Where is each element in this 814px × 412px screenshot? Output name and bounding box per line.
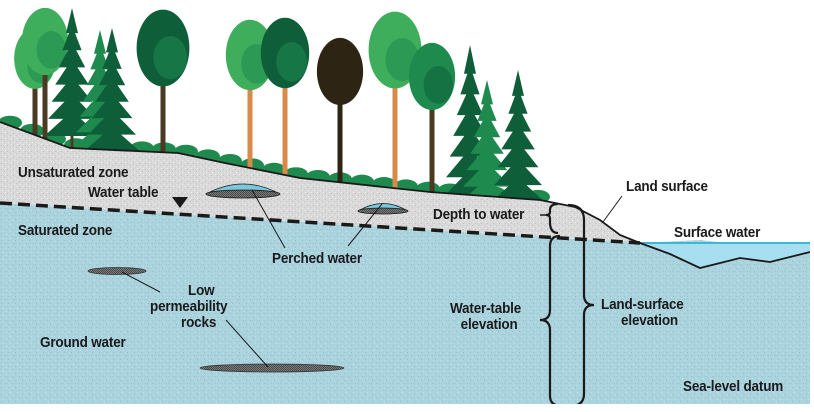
land-surface-line <box>0 121 811 269</box>
perched-water-lens-1 <box>205 183 281 199</box>
tree-trunk <box>429 82 435 197</box>
label-saturated-zone: Saturated zone <box>18 222 113 239</box>
label-water-table-elevation: Water-table elevation <box>450 301 521 333</box>
conifer-layer <box>466 145 508 171</box>
perched-water-lens-2 <box>357 203 409 215</box>
conifer-layer <box>91 93 133 119</box>
water-table-elevation-line-1: Water-table <box>450 300 522 317</box>
conifer-layer <box>481 80 493 105</box>
conifer-layer <box>477 96 497 121</box>
tree-trunk <box>160 55 166 157</box>
low-permeability-rock-1 <box>87 267 147 275</box>
label-water-table: Water table <box>88 184 159 201</box>
label-surface-water: Surface water <box>674 224 761 241</box>
land-surface-elevation-line-2: elevation <box>621 312 678 329</box>
conifer-layer <box>464 45 476 74</box>
conifer-layer <box>470 129 504 154</box>
tree-canopy-shade <box>153 36 187 80</box>
land-surface-elevation-line-1: Land-surface <box>601 296 684 313</box>
conifer-layer <box>84 126 140 151</box>
conifer-layer <box>95 77 129 102</box>
saturated-zone <box>0 203 810 404</box>
low-permeability-leader-1 <box>121 271 161 293</box>
conifer-layer <box>102 44 122 69</box>
perched-water-leader-2 <box>347 203 383 247</box>
conifer-layer <box>55 59 89 85</box>
conifer-layer <box>473 112 501 138</box>
tree-trunk <box>247 61 253 172</box>
conifer-layer <box>58 42 86 68</box>
label-unsaturated-zone: Unsaturated zone <box>18 164 129 181</box>
surface-water <box>640 243 810 268</box>
tree-trunk <box>392 57 398 193</box>
water-table-marker-icon <box>172 197 188 208</box>
low-permeability-line-2: permeability <box>150 298 228 315</box>
label-ground-water: Ground water <box>40 334 126 351</box>
conifer-layer <box>501 123 535 150</box>
conifer-layer <box>456 86 484 116</box>
right-margin <box>810 243 814 412</box>
tree-trunk <box>337 77 343 187</box>
low-permeability-leader-2 <box>225 319 269 368</box>
conifer-layer <box>494 159 542 186</box>
tree-canopy-shade <box>276 42 307 82</box>
land-surface-leader <box>602 195 623 223</box>
label-depth-to-water: Depth to water <box>433 206 525 223</box>
conifer-layer <box>497 141 539 168</box>
conifer-layer <box>106 28 118 53</box>
water-table-elevation-brace <box>539 234 563 408</box>
tree-trunk <box>282 59 288 179</box>
land-surface-elevation-brace <box>567 203 595 408</box>
bottom-margin <box>0 404 814 412</box>
conifer-layer <box>66 8 78 34</box>
tree-trunk <box>42 47 48 143</box>
conifer-layer <box>94 30 106 54</box>
low-permeability-line-3: rocks <box>181 314 217 331</box>
conifer-layer <box>453 107 487 136</box>
tree-trunk <box>32 64 38 139</box>
label-low-permeability-rocks: Low permeability rocks <box>150 282 228 331</box>
conifer-layer <box>62 25 82 51</box>
low-permeability-rock-2 <box>199 363 345 373</box>
conifer-layer <box>512 70 524 96</box>
water-table-elevation-line-2: elevation <box>460 316 518 333</box>
conifer-layer <box>88 110 136 135</box>
label-land-surface-elevation: Land-surface elevation <box>601 297 684 329</box>
conifer-layer <box>508 87 528 114</box>
conifer-layer <box>98 60 126 86</box>
low-permeability-line-1: Low <box>188 282 215 299</box>
conifer-layer <box>460 65 480 95</box>
perched-water-leader-1 <box>251 189 286 249</box>
label-land-surface: Land surface <box>626 178 708 195</box>
tree-canopy-shade <box>423 66 453 104</box>
conifer-layer <box>51 76 93 102</box>
label-sea-level-datum: Sea-level datum <box>683 378 784 395</box>
label-perched-water: Perched water <box>272 250 362 267</box>
conifer-layer <box>504 105 532 132</box>
tree-canopy-shade <box>36 31 66 69</box>
tree-canopy-shade <box>331 61 361 99</box>
